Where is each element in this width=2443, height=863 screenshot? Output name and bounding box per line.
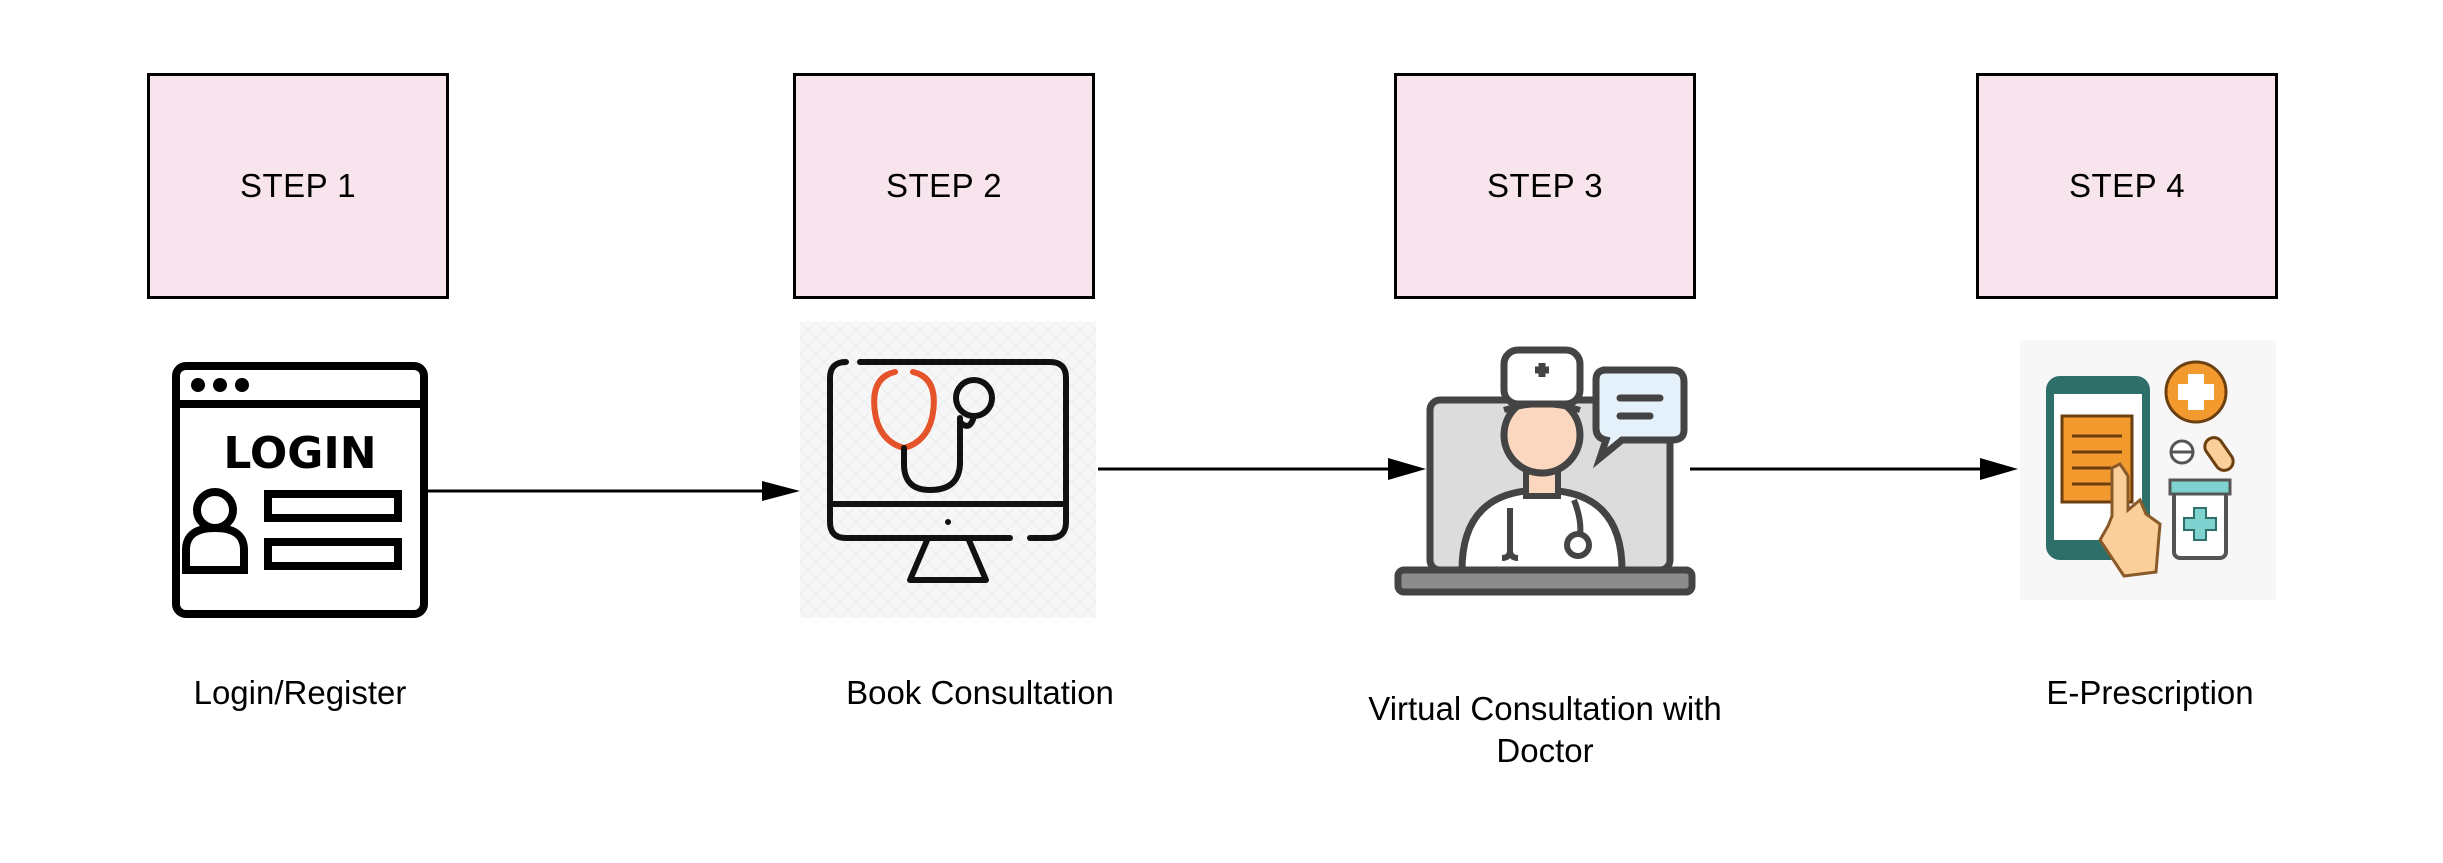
step-3-box: STEP 3 <box>1394 73 1696 299</box>
step-4-label: STEP 4 <box>2068 167 2186 204</box>
step-3-label: STEP 3 <box>1486 167 1604 204</box>
step-2-label: STEP 2 <box>885 167 1003 204</box>
stethoscope-monitor-icon <box>800 322 1096 618</box>
arrow-step2-to-step3 <box>1098 458 1426 480</box>
step-2-caption: Book Consultation <box>846 674 1114 711</box>
step-1-box: STEP 1 <box>147 73 449 299</box>
mobile-prescription-icon <box>2020 340 2276 600</box>
step-4-box: STEP 4 <box>1976 73 2278 299</box>
arrow-step1-to-step2 <box>426 481 800 501</box>
login-icon-text: LOGIN <box>223 428 376 479</box>
arrow-step3-to-step4 <box>1690 458 2018 480</box>
login-window-icon: LOGIN <box>172 362 428 618</box>
doctor-laptop-chat-icon <box>1394 346 1696 596</box>
step-1-label: STEP 1 <box>239 167 357 204</box>
step-4-caption: E-Prescription <box>2046 674 2254 711</box>
step-1-caption: Login/Register <box>193 674 407 711</box>
step-2-box: STEP 2 <box>793 73 1095 299</box>
step-3-caption: Virtual Consultation with Doctor <box>1368 690 1722 769</box>
